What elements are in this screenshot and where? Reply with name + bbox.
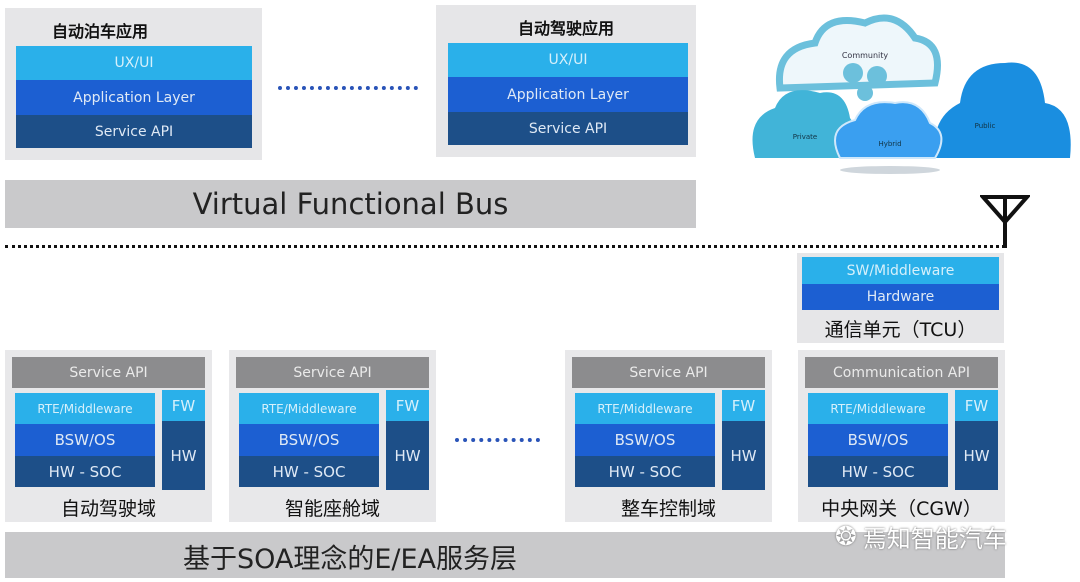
layer-rte-middleware: RTE/Middleware	[15, 393, 155, 424]
layer-sw-middleware: SW/Middleware	[802, 257, 999, 284]
layer-ux-ui: UX/UI	[448, 43, 688, 77]
domain-cockpit: Service API RTE/Middleware BSW/OS HW - S…	[229, 350, 436, 522]
layer-rte-middleware: RTE/Middleware	[239, 393, 379, 424]
layer-bsw-os: BSW/OS	[808, 424, 948, 456]
tcu-label: 通信单元（TCU）	[824, 319, 977, 341]
wechat-icon: ❂	[835, 521, 857, 552]
layer-hw-soc: HW - SOC	[575, 456, 715, 487]
domain-vehicle-control: Service API RTE/Middleware BSW/OS HW - S…	[565, 350, 772, 522]
layer-application: Application Layer	[16, 80, 252, 115]
layer-fw: FW	[955, 390, 998, 421]
cloud-label-public: Public	[975, 122, 996, 130]
domain-autodrive: Service API RTE/Middleware BSW/OS HW - S…	[5, 350, 212, 522]
watermark: ❂ 焉知智能汽车	[835, 519, 1007, 554]
app-title: 自动驾驶应用	[517, 19, 614, 38]
tcu-box: SW/Middleware Hardware 通信单元（TCU）	[797, 253, 1004, 343]
service-api: Service API	[572, 357, 765, 388]
layer-rte-middleware: RTE/Middleware	[575, 393, 715, 424]
layer-bsw-os: BSW/OS	[239, 424, 379, 456]
layer-bsw-os: BSW/OS	[575, 424, 715, 456]
ellipsis-connector	[278, 86, 418, 90]
layer-fw: FW	[162, 390, 205, 421]
domain-label: 中央网关（CGW）	[821, 498, 982, 520]
service-api: Service API	[12, 357, 205, 388]
antenna-icon	[980, 195, 1030, 248]
layer-bsw-os: BSW/OS	[15, 424, 155, 456]
layer-fw: FW	[722, 390, 765, 421]
app-title: 自动泊车应用	[51, 22, 148, 41]
layer-service-api: Service API	[16, 115, 252, 148]
domain-cgw: Communication API RTE/Middleware BSW/OS …	[798, 350, 1005, 522]
layer-application: Application Layer	[448, 77, 688, 112]
app-box-parking: 自动泊车应用 UX/UI Application Layer Service A…	[5, 8, 262, 160]
layer-fw: FW	[386, 390, 429, 421]
communication-api: Communication API	[805, 357, 998, 388]
cloud-label-community: Community	[842, 51, 889, 60]
layer-hw: HW	[386, 421, 429, 490]
domain-label: 整车控制域	[620, 498, 716, 520]
service-api: Service API	[236, 357, 429, 388]
virtual-functional-bus: Virtual Functional Bus	[5, 180, 696, 228]
domain-label: 自动驾驶域	[60, 498, 156, 520]
layer-hw: HW	[722, 421, 765, 490]
layer-hw: HW	[162, 421, 205, 490]
soa-service-layer-label: 基于SOA理念的E/EA服务层	[182, 544, 518, 575]
vehicle-boundary-line	[5, 245, 1005, 248]
cloud-icon: Community Private Hybrid Public	[752, 14, 1071, 174]
app-box-autodrive: 自动驾驶应用 UX/UI Application Layer Service A…	[436, 5, 696, 157]
layer-hw-soc: HW - SOC	[808, 456, 948, 487]
layer-hardware: Hardware	[802, 284, 999, 310]
cloud-label-hybrid: Hybrid	[878, 140, 901, 148]
layer-hw: HW	[955, 421, 998, 490]
soa-service-layer: 基于SOA理念的E/EA服务层	[5, 532, 1005, 578]
layer-hw-soc: HW - SOC	[15, 456, 155, 487]
layer-hw-soc: HW - SOC	[239, 456, 379, 487]
layer-ux-ui: UX/UI	[16, 46, 252, 80]
domain-label: 智能座舱域	[284, 498, 380, 520]
layer-service-api: Service API	[448, 112, 688, 145]
layer-rte-middleware: RTE/Middleware	[808, 393, 948, 424]
ellipsis-connector	[455, 438, 540, 442]
watermark-text: 焉知智能汽车	[862, 525, 1007, 553]
cloud-label-private: Private	[793, 133, 817, 141]
